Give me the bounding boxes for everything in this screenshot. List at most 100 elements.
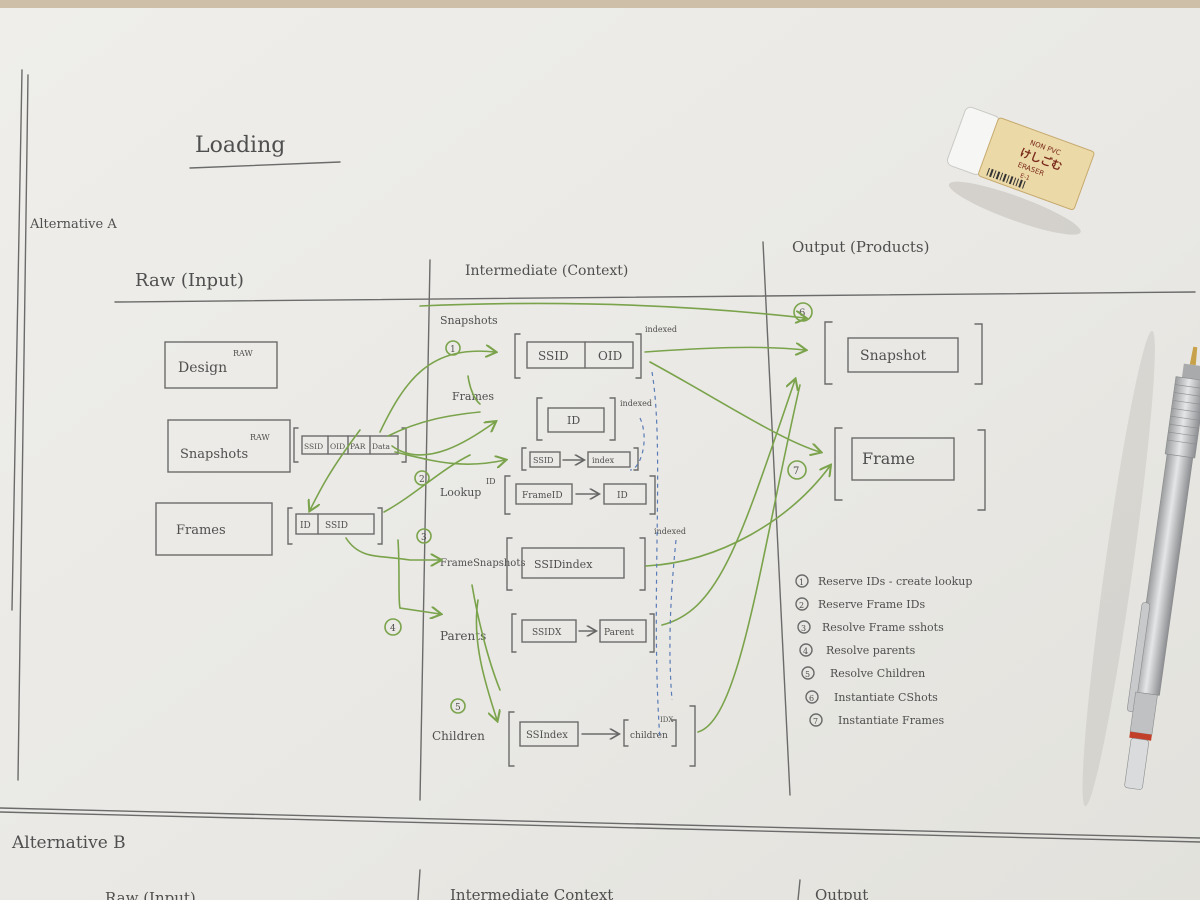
svg-text:FrameID: FrameID	[522, 491, 563, 501]
svg-text:1: 1	[799, 578, 804, 587]
step-marker-2: 2	[414, 470, 430, 486]
svg-text:index: index	[592, 456, 615, 465]
step-marker-3: 3	[416, 528, 432, 544]
svg-text:OID: OID	[330, 442, 345, 451]
section-a-label: Alternative A	[29, 217, 117, 232]
svg-text:2: 2	[419, 475, 425, 485]
intermediate-lookup-map: FrameID ID	[504, 475, 656, 515]
svg-text:Instantiate Frames: Instantiate Frames	[838, 714, 944, 727]
svg-text:Reserve IDs - create lookup: Reserve IDs - create lookup	[818, 575, 972, 588]
section-divider	[0, 807, 1200, 839]
svg-text:ID: ID	[617, 491, 628, 501]
output-marker-7: 7	[787, 460, 807, 480]
svg-text:3: 3	[801, 624, 806, 633]
section-divider-2	[0, 811, 1200, 843]
section-b-divider-1	[417, 869, 421, 900]
svg-text:5: 5	[805, 670, 810, 679]
svg-text:Design: Design	[178, 360, 227, 376]
intermediate-snapshots-label: Snapshots	[440, 314, 498, 327]
svg-text:SSIDX: SSIDX	[532, 628, 562, 638]
header-rule	[114, 291, 1196, 303]
svg-text:Resolve Frame sshots: Resolve Frame sshots	[822, 621, 944, 634]
column-divider-1	[419, 259, 431, 801]
intermediate-parents-map: SSIDX Parent	[511, 613, 655, 653]
svg-text:Parent: Parent	[604, 628, 634, 638]
svg-text:4: 4	[390, 624, 396, 634]
legend-item-3: 3 Resolve Frame sshots	[797, 620, 944, 634]
svg-text:OID: OID	[598, 349, 622, 363]
section-b-output-heading: Output	[815, 886, 868, 900]
raw-snapshot-record: SSID OID PAR Data	[293, 427, 407, 463]
svg-text:SSIndex: SSIndex	[526, 730, 568, 741]
column-raw-heading: Raw (Input)	[135, 270, 244, 291]
svg-text:Frame: Frame	[862, 449, 915, 468]
svg-text:Snapshot: Snapshot	[860, 348, 927, 364]
intermediate-children-map: SSIndex children IDX	[508, 705, 696, 767]
output-frame-box: Frame	[834, 427, 986, 511]
raw-frames-box: Frames	[155, 502, 273, 556]
left-margin-line-2	[17, 74, 29, 781]
raw-snapshots-box: Snapshots RAW	[167, 419, 291, 473]
intermediate-framesnapshots-label: FrameSnapshots	[440, 558, 525, 569]
intermediate-lookup-label: Lookup	[440, 486, 481, 499]
output-snapshot-box: Snapshot	[824, 321, 983, 385]
legend-item-2: 2 Reserve Frame IDs	[795, 597, 925, 611]
svg-text:ID: ID	[300, 521, 311, 531]
svg-text:Reserve Frame IDs: Reserve Frame IDs	[818, 598, 925, 611]
svg-text:3: 3	[421, 533, 427, 543]
section-b-intermediate-heading: Intermediate Context	[450, 886, 613, 900]
svg-text:Instantiate CShots: Instantiate CShots	[834, 691, 938, 704]
svg-text:SSIDindex: SSIDindex	[534, 558, 593, 571]
sheet-title: Loading	[195, 133, 285, 158]
section-b-raw-heading: Raw (Input)	[105, 889, 196, 900]
svg-text:ID: ID	[567, 414, 580, 427]
svg-text:6: 6	[809, 694, 814, 703]
svg-text:Resolve Children: Resolve Children	[830, 667, 925, 680]
svg-text:Snapshots: Snapshots	[180, 447, 248, 462]
svg-text:indexed: indexed	[620, 399, 652, 408]
intermediate-frames-record: ID indexed	[536, 397, 652, 441]
svg-text:SSID: SSID	[325, 521, 348, 531]
svg-text:PAR: PAR	[350, 442, 366, 451]
svg-text:4: 4	[803, 647, 808, 656]
intermediate-snapshots-record: SSID OID indexed	[514, 325, 677, 379]
raw-frame-record: ID SSID	[287, 507, 383, 545]
svg-text:indexed: indexed	[645, 325, 677, 334]
svg-text:SSID: SSID	[538, 349, 569, 363]
section-b-label: Alternative B	[11, 833, 126, 853]
eraser: NON PVC けしごむ ERASER E-1	[946, 106, 1095, 235]
column-intermediate-heading: Intermediate (Context)	[465, 263, 628, 279]
index-links	[629, 371, 677, 741]
svg-text:1: 1	[450, 345, 456, 355]
intermediate-children-label: Children	[432, 729, 485, 743]
flow-arrows	[310, 302, 830, 733]
intermediate-parents-label: Parents	[440, 629, 486, 643]
section-b-divider-2	[797, 879, 801, 900]
left-margin-line	[11, 69, 23, 611]
svg-text:IDX: IDX	[660, 716, 673, 724]
svg-text:SSID: SSID	[304, 442, 323, 451]
svg-text:7: 7	[793, 466, 799, 477]
legend-item-6: 6 Instantiate CShots	[805, 690, 938, 704]
legend-item-7: 7 Instantiate Frames	[809, 713, 944, 727]
svg-text:2: 2	[799, 601, 804, 610]
svg-text:Resolve parents: Resolve parents	[826, 644, 916, 657]
svg-text:Data: Data	[372, 442, 390, 451]
intermediate-ssid-index-map: SSID index	[521, 447, 639, 471]
step-marker-4: 4	[384, 618, 402, 636]
svg-text:Frames: Frames	[176, 523, 226, 538]
step-legend: 1 Reserve IDs - create lookup 2 Reserve Fr…	[795, 574, 972, 727]
svg-text:E-1: E-1	[1019, 172, 1031, 182]
svg-text:indexed: indexed	[654, 527, 686, 536]
intermediate-lookup-sup: ID	[486, 477, 496, 486]
title-underline	[189, 161, 341, 169]
svg-text:children: children	[630, 731, 668, 741]
legend-item-5: 5 Resolve Children	[801, 666, 925, 680]
svg-text:RAW: RAW	[250, 433, 270, 442]
svg-text:7: 7	[813, 717, 818, 726]
svg-text:RAW: RAW	[233, 349, 253, 358]
step-marker-5: 5	[450, 698, 466, 714]
raw-design-box: Design RAW	[164, 341, 278, 389]
